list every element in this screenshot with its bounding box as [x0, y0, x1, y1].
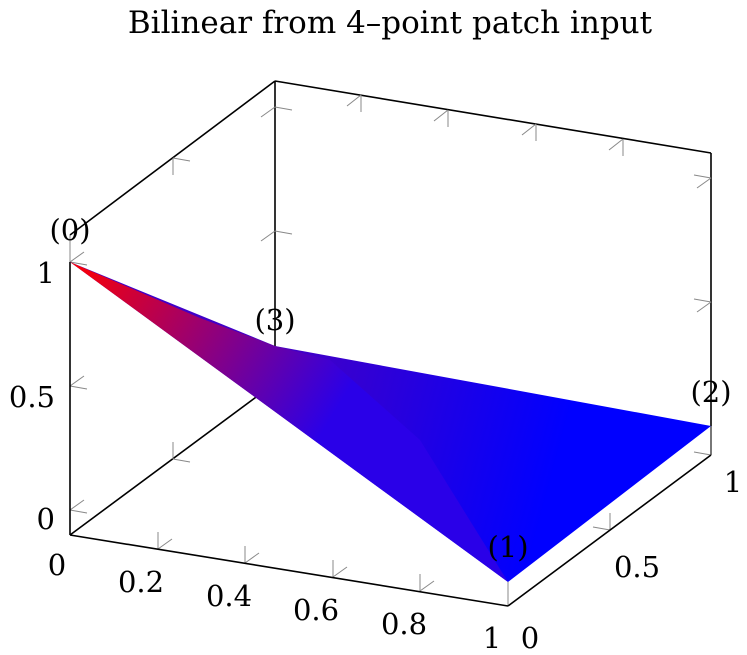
x-tick-1: 1: [483, 621, 501, 655]
point-label-2: (2): [690, 375, 731, 409]
y-tick-1: 1: [724, 465, 742, 499]
chart-title: Bilinear from 4–point patch input: [128, 5, 653, 41]
y-tick-0: 0: [521, 621, 539, 655]
axis-ticks: [69, 94, 712, 606]
z-tick-0: 0: [37, 502, 55, 536]
y-tick-05: 0.5: [614, 550, 660, 584]
point-label-3: (3): [254, 303, 295, 337]
x-tick-0: 0: [48, 548, 66, 582]
x-tick-08: 0.8: [381, 607, 427, 641]
point-label-0: (0): [49, 213, 90, 247]
x-tick-02: 0.2: [118, 565, 164, 599]
axis-box-front: [69, 454, 712, 607]
point-label-1: (1): [487, 530, 528, 564]
z-tick-1: 1: [37, 256, 55, 290]
surface-patch: [70, 262, 711, 582]
x-tick-06: 0.6: [293, 593, 339, 627]
x-tick-04: 0.4: [206, 579, 252, 613]
z-tick-05: 0.5: [9, 380, 55, 414]
